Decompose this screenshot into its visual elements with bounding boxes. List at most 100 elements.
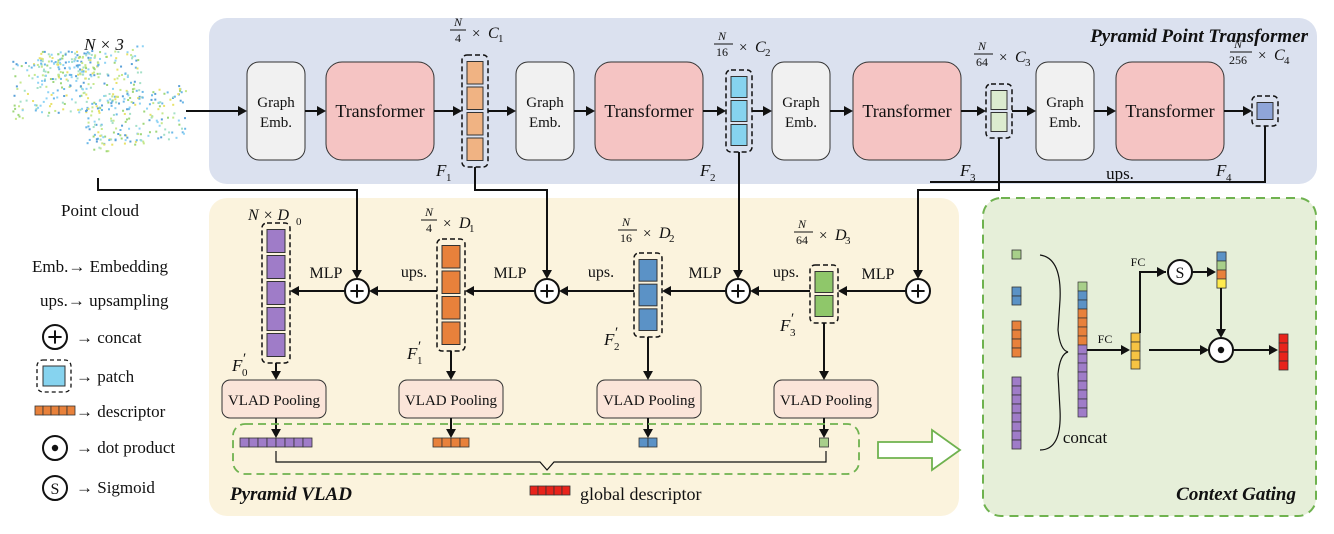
stage-3-transformer-label: Transformer	[862, 101, 951, 121]
cg-dot-product-node-dot	[1217, 346, 1225, 354]
point-cloud-point	[90, 75, 93, 78]
stage-3-dims-times: ×	[999, 50, 1007, 66]
point-cloud-point	[85, 67, 88, 70]
level-0-vlad-pooling-label: VLAD Pooling	[228, 393, 321, 409]
point-cloud-point	[118, 102, 121, 105]
cg-concat-cell	[1077, 290, 1088, 301]
point-cloud-point	[103, 95, 106, 98]
mlp-label-0: MLP	[310, 265, 343, 282]
point-cloud-point	[96, 72, 99, 75]
point-cloud-point	[180, 91, 183, 94]
cg-gate-cell	[1216, 251, 1227, 262]
point-cloud-point	[154, 92, 157, 95]
legend-sigmoid-icon	[42, 475, 68, 501]
stage-1-graph-embedding-label-1: Graph	[257, 95, 295, 111]
point-cloud-point	[110, 54, 113, 57]
point-cloud-point	[40, 63, 43, 66]
stage-3-feature-label-sub: 3	[970, 172, 976, 184]
cg-output-descriptor-cell	[1278, 351, 1289, 362]
stage-3-embed-to-transformer-arrow-head	[844, 106, 853, 116]
point-cloud-point	[114, 139, 117, 142]
level-1-feature-label-sub: 1	[417, 355, 423, 367]
global-descriptor-legend-bar-cell	[545, 485, 555, 496]
point-cloud-point	[160, 136, 163, 139]
stage-4-feature-label-sub: 4	[1226, 172, 1232, 184]
level-3-feature-label-sub: 3	[790, 327, 796, 339]
stage-4-graph-embedding-label-2: Emb.	[1049, 115, 1081, 131]
cg-input-level-1-cell	[1011, 320, 1022, 331]
legend-dot-product: → dot product	[76, 438, 175, 457]
point-cloud-point	[169, 98, 172, 101]
level-0-to-descriptor-arrow-head	[271, 429, 281, 438]
point-cloud-point	[51, 57, 54, 60]
point-cloud-point	[66, 71, 69, 74]
point-cloud-point	[97, 62, 100, 65]
point-cloud-point	[99, 72, 102, 75]
cg-input-level-0-cell	[1011, 385, 1022, 396]
point-cloud-point	[121, 124, 124, 127]
point-cloud-point	[95, 123, 98, 126]
point-cloud-point	[122, 100, 125, 103]
point-cloud-point	[18, 115, 21, 118]
point-cloud-point	[148, 131, 151, 134]
point-cloud-point	[68, 66, 71, 69]
stage-3-transformer-to-patch-arrow-head	[977, 106, 986, 116]
point-cloud-point	[152, 102, 155, 105]
point-cloud-point	[40, 62, 43, 65]
point-cloud-point	[128, 106, 131, 109]
point-cloud-point	[70, 98, 73, 101]
level-0-dims-sub: 0	[296, 216, 302, 228]
point-cloud-point	[85, 110, 88, 113]
level-2-feature-stack-patch	[638, 308, 658, 332]
point-cloud-point	[48, 55, 51, 58]
point-cloud-point	[84, 65, 87, 68]
point-cloud-point	[14, 75, 17, 78]
point-cloud-point	[106, 99, 109, 102]
point-cloud-point	[68, 73, 71, 76]
point-cloud-point	[35, 104, 38, 107]
point-cloud-point	[65, 74, 68, 77]
stage-2-dims-sub: 2	[765, 47, 771, 59]
point-cloud-point	[47, 60, 50, 63]
point-cloud-point	[87, 97, 90, 100]
point-cloud-point	[77, 70, 80, 73]
point-cloud-point	[15, 63, 18, 66]
point-cloud-point	[41, 50, 44, 53]
level-1-dims-times: ×	[443, 216, 451, 232]
point-cloud-point	[77, 64, 80, 67]
point-cloud-point	[89, 57, 92, 60]
point-cloud-point	[160, 118, 163, 121]
point-cloud-point	[136, 71, 139, 74]
point-cloud-point	[39, 104, 42, 107]
f3-skip-head	[913, 270, 923, 279]
point-cloud-point	[125, 134, 128, 137]
point-cloud-point	[129, 96, 132, 99]
point-cloud-point	[104, 135, 107, 138]
point-cloud-point	[70, 58, 73, 61]
point-cloud-point	[50, 93, 53, 96]
point-cloud-point	[120, 65, 123, 68]
point-cloud-point	[54, 78, 57, 81]
point-cloud-point	[34, 104, 37, 107]
level-2-feature-label-main: F	[603, 330, 615, 349]
point-cloud-point	[158, 88, 161, 91]
point-cloud-point	[126, 108, 129, 111]
transformer-panel-title: Pyramid Point Transformer	[1089, 26, 1308, 47]
point-cloud-point	[48, 111, 51, 114]
level-2-dims-num: N	[621, 215, 631, 229]
point-cloud-point	[112, 131, 115, 134]
point-cloud-point	[61, 57, 64, 60]
level-1-feature-stack-patch	[441, 321, 461, 345]
point-cloud-point	[138, 97, 141, 100]
point-cloud-point	[166, 116, 169, 119]
point-cloud-point	[111, 87, 114, 90]
point-cloud-point	[178, 123, 181, 126]
point-cloud-point	[14, 107, 17, 110]
point-cloud-point	[82, 70, 85, 73]
level-2-dims-den: 16	[620, 231, 632, 245]
point-cloud-point	[71, 61, 74, 64]
point-cloud-point	[119, 134, 122, 137]
point-cloud-point	[93, 71, 96, 74]
point-cloud-point	[93, 55, 96, 58]
level-2-descriptor-cell	[647, 437, 658, 448]
